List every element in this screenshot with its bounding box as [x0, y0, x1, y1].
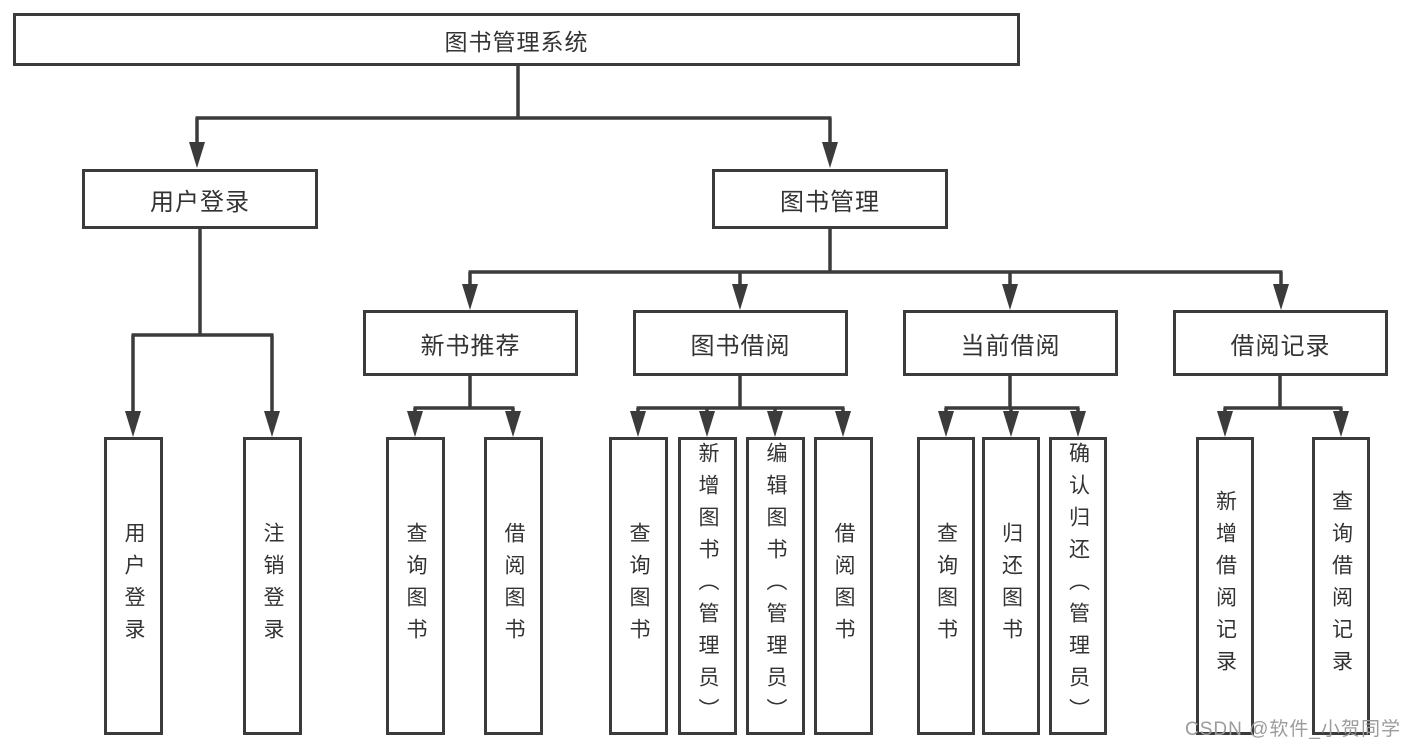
- node-new-book-recommend-label: 新书推荐: [420, 332, 521, 360]
- node-current-borrow: 当前借阅: [903, 310, 1118, 376]
- leaf-borrow-book: 借阅图书: [814, 437, 873, 735]
- watermark: CSDN @软件_小贺同学: [1185, 719, 1401, 740]
- leaf-query-record: 查询借阅记录: [1312, 437, 1370, 735]
- node-borrow-records: 借阅记录: [1173, 310, 1388, 376]
- connector-current-borrow-branch: [944, 375, 1080, 417]
- leaf-confirm-return-label: 确认归还（管理员）: [1066, 442, 1090, 730]
- node-book-management: 图书管理: [712, 169, 948, 229]
- leaf-confirm-return: 确认归还（管理员）: [1049, 437, 1107, 735]
- connector-book-borrow-branch: [636, 375, 845, 417]
- node-user-login-label: 用户登录: [150, 188, 250, 216]
- node-new-book-recommend: 新书推荐: [363, 310, 578, 376]
- node-borrow-records-label: 借阅记录: [1230, 332, 1331, 360]
- leaf-add-record-label: 新增借阅记录: [1213, 490, 1237, 682]
- leaf-user-login-label: 用户登录: [122, 522, 145, 650]
- connector-borrow-records-branch: [1223, 375, 1343, 417]
- leaf-return-book-label: 归还图书: [999, 522, 1023, 650]
- node-book-borrow-label: 图书借阅: [690, 332, 791, 360]
- leaf-newbook-borrow: 借阅图书: [484, 437, 543, 735]
- leaf-newbook-borrow-label: 借阅图书: [502, 522, 525, 650]
- leaf-borrow-query: 查询图书: [609, 437, 668, 735]
- connector-user-login-branch: [131, 227, 274, 414]
- node-book-borrow: 图书借阅: [633, 310, 848, 376]
- connector-new-book-branch: [413, 375, 515, 417]
- leaf-logout: 注销登录: [243, 437, 302, 735]
- node-root-label: 图书管理系统: [444, 28, 589, 55]
- leaf-borrow-add-book-label: 新增图书（管理员）: [696, 442, 719, 730]
- connector-root-to-level2: [195, 64, 832, 146]
- leaf-borrow-add-book: 新增图书（管理员）: [678, 437, 737, 735]
- leaf-return-book: 归还图书: [982, 437, 1040, 735]
- node-user-login: 用户登录: [82, 169, 318, 229]
- arrowheads: [125, 142, 1349, 437]
- leaf-borrow-edit-book: 编辑图书（管理员）: [746, 437, 805, 735]
- connector-book-management-branch: [468, 227, 1283, 290]
- leaf-user-login: 用户登录: [104, 437, 163, 735]
- node-current-borrow-label: 当前借阅: [960, 332, 1061, 360]
- leaf-current-query: 查询图书: [917, 437, 975, 735]
- leaf-borrow-edit-book-label: 编辑图书（管理员）: [764, 442, 787, 730]
- leaf-query-record-label: 查询借阅记录: [1329, 490, 1353, 682]
- node-book-management-label: 图书管理: [780, 188, 880, 216]
- leaf-borrow-book-label: 借阅图书: [832, 522, 855, 650]
- leaf-add-record: 新增借阅记录: [1196, 437, 1254, 735]
- node-root-system: 图书管理系统: [13, 13, 1020, 66]
- leaf-logout-label: 注销登录: [261, 522, 284, 650]
- leaf-current-query-label: 查询图书: [934, 522, 958, 650]
- leaf-newbook-query: 查询图书: [386, 437, 445, 735]
- leaf-newbook-query-label: 查询图书: [404, 522, 427, 650]
- leaf-borrow-query-label: 查询图书: [627, 522, 650, 650]
